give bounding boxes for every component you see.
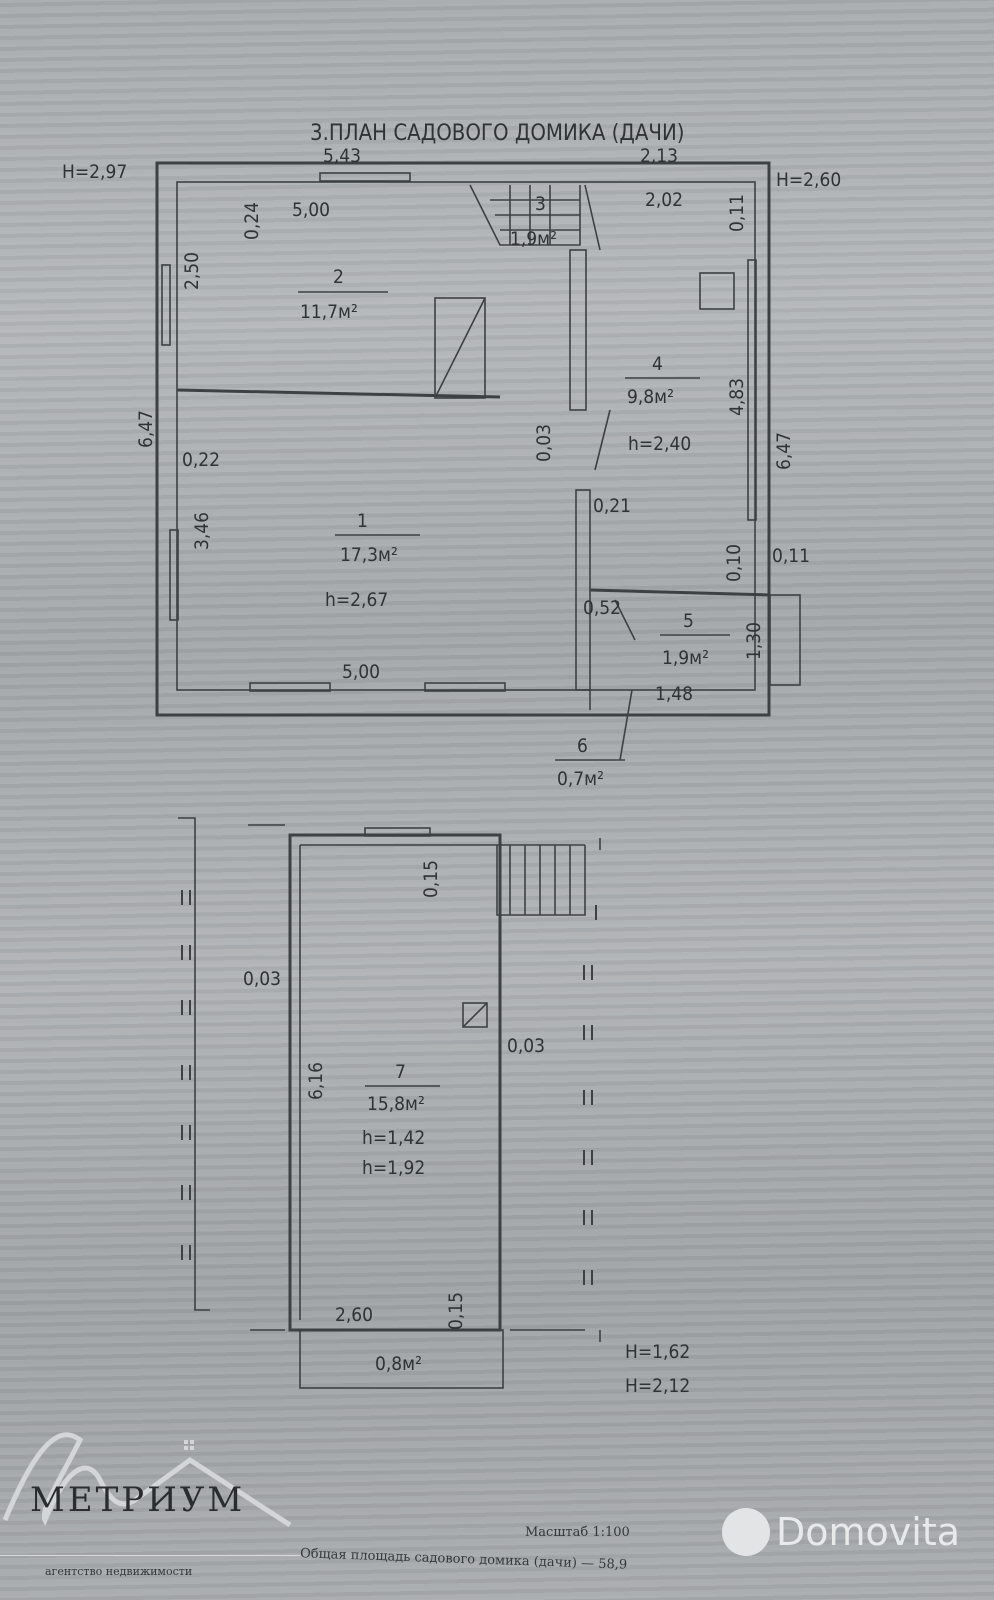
dimension-label: 0,52 [583, 597, 621, 619]
dimension-label: 0,15 [420, 860, 442, 898]
svg-text:9,8м²: 9,8м² [627, 386, 674, 408]
svg-text:6: 6 [577, 735, 588, 757]
dimension-label: 2,50 [181, 252, 203, 290]
svg-text:1,9м²: 1,9м² [510, 228, 557, 250]
dimension-label: 0,03 [243, 968, 281, 990]
svg-text:1: 1 [357, 510, 368, 532]
dimension-label: 4,83 [726, 378, 748, 416]
dimension-label: 1,30 [743, 622, 765, 660]
dimension-label: 2,60 [335, 1304, 373, 1326]
dimension-label: 0,03 [533, 424, 555, 462]
room-6-label: 6 0,7м² [555, 735, 625, 790]
dimension-label: 2,02 [645, 189, 683, 211]
metrium-logo-text: МЕТРИУМ [30, 1480, 246, 1520]
svg-text:4: 4 [652, 353, 663, 375]
svg-text:h=2,40: h=2,40 [628, 433, 691, 455]
dimension-label: 6,47 [773, 432, 795, 470]
room-5-label: 5 1,9м² [660, 610, 730, 669]
lower-plan-walls [178, 817, 601, 1389]
vestibule-area-label: 0,8м² [375, 1353, 422, 1375]
dimension-label: 3,46 [191, 512, 213, 550]
svg-text:h=2,67: h=2,67 [325, 589, 388, 611]
plan-title: 3.ПЛАН САДОВОГО ДОМИКА (ДАЧИ) [310, 121, 684, 146]
svg-text:5: 5 [683, 610, 694, 632]
svg-text:2: 2 [333, 266, 344, 288]
svg-text:0,7м²: 0,7м² [557, 768, 604, 790]
height-label: H=1,62 [625, 1341, 690, 1363]
dimension-label: 0,22 [182, 449, 220, 471]
dimension-label: 1,48 [655, 683, 693, 705]
svg-text:11,7м²: 11,7м² [300, 301, 358, 323]
height-label: H=2,97 [62, 161, 127, 183]
room-4-label: 4 9,8м² h=2,40 [625, 353, 700, 455]
dimension-label: 0,15 [445, 1292, 467, 1330]
domovita-text: Domovita [776, 1510, 961, 1554]
svg-text:3: 3 [535, 193, 546, 215]
room-3-label: 3 1,9м² [510, 193, 557, 250]
svg-text:17,3м²: 17,3м² [340, 544, 398, 566]
svg-text:h=1,92: h=1,92 [362, 1157, 425, 1179]
dimension-label: 0,11 [772, 545, 810, 567]
dimension-label: 0,21 [593, 495, 631, 517]
dimension-label: 5,43 [323, 145, 361, 167]
dimension-label: 6,16 [305, 1062, 327, 1100]
room-2-label: 2 11,7м² [298, 266, 388, 323]
metrium-logo-mark [2, 1432, 292, 1528]
height-label: H=2,60 [776, 169, 841, 191]
height-label: H=2,12 [625, 1375, 690, 1397]
svg-text:7: 7 [395, 1061, 406, 1083]
svg-text:h=1,42: h=1,42 [362, 1127, 425, 1149]
logo-divider [0, 1555, 300, 1556]
dimension-label: 0,11 [726, 194, 748, 232]
metrium-tagline: агентство недвижимости [45, 1565, 193, 1578]
scale-label: Масштаб 1:100 [525, 1525, 630, 1540]
dimension-label: 6,47 [135, 410, 157, 448]
dimension-label: 0,24 [241, 202, 263, 240]
room-7-label: 7 15,8м² h=1,42 h=1,92 [362, 1061, 440, 1179]
dimension-label: 0,10 [723, 544, 745, 582]
domovita-watermark: Domovita [722, 1508, 960, 1556]
room-1-label: 1 17,3м² h=2,67 [325, 510, 420, 611]
upper-plan-walls [155, 161, 801, 761]
domovita-logo-icon [722, 1508, 770, 1556]
dimension-label: 5,00 [342, 661, 380, 683]
svg-text:1,9м²: 1,9м² [662, 647, 709, 669]
dimension-label: 2,13 [640, 145, 678, 167]
svg-text:15,8м²: 15,8м² [367, 1093, 425, 1115]
dimension-label: 5,00 [292, 199, 330, 221]
dimension-label: 0,03 [507, 1035, 545, 1057]
